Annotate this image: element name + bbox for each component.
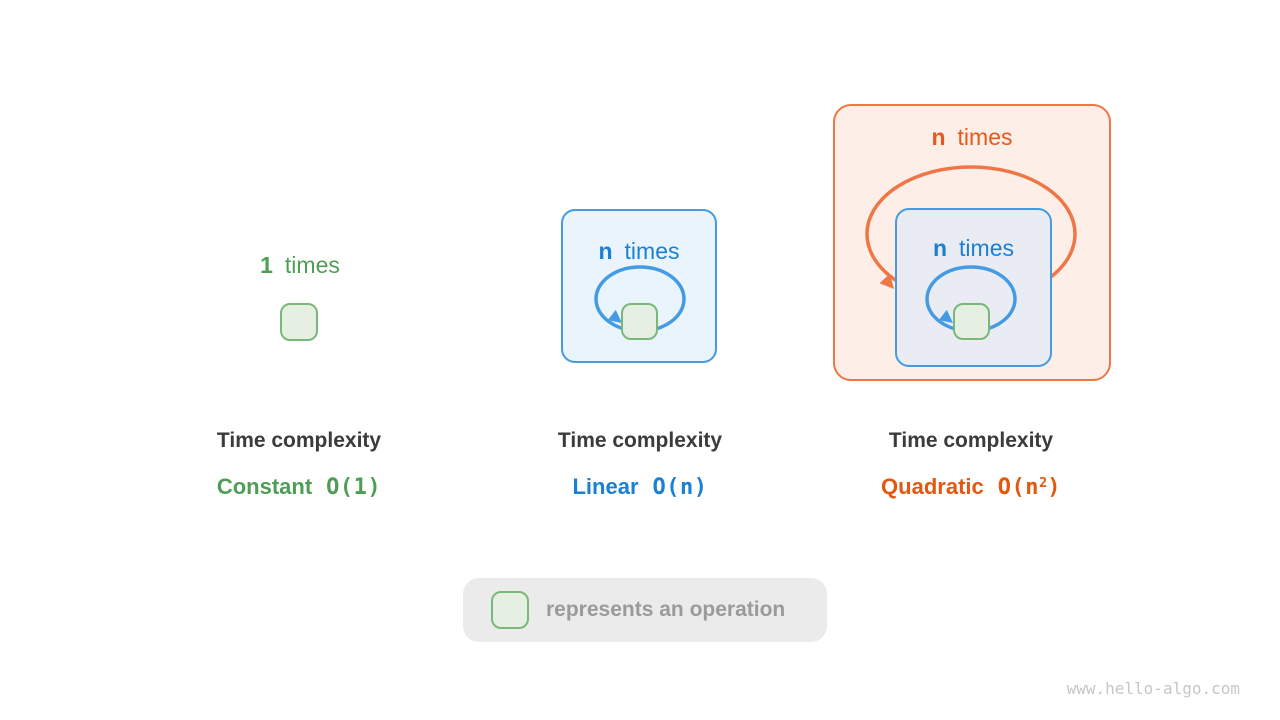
watermark: www.hello-algo.com — [1066, 679, 1240, 698]
loop-count: 1 — [260, 252, 273, 278]
operation-box-icon — [491, 591, 529, 629]
time-complexity-title: Time complexity — [888, 429, 1054, 452]
legend-text: represents an operation — [546, 598, 786, 621]
loop-word: times — [284, 252, 340, 278]
loop-count: n — [932, 235, 948, 261]
loop-word: times — [624, 238, 680, 264]
legend: represents an operation — [463, 578, 827, 642]
big-o-notation: O(n2) — [997, 475, 1061, 500]
complexity-name: Linear — [572, 474, 639, 499]
loop-word: times — [957, 124, 1013, 150]
linear-complexity-label: Linear O(n) — [480, 474, 800, 500]
loop-count: n — [931, 124, 946, 150]
loop-word: times — [959, 235, 1014, 261]
constant-complexity-label: Constant O(1) — [139, 474, 459, 500]
big-o-notation: O(1) — [326, 475, 382, 500]
complexity-name: Quadratic — [881, 474, 984, 499]
operation-box — [280, 303, 318, 341]
quadratic-complexity-label: Quadratic O(n2) — [811, 474, 1131, 500]
operation-box — [621, 303, 658, 340]
quadratic-inner-loop-panel — [895, 208, 1052, 367]
time-complexity-title: Time complexity — [216, 429, 382, 452]
big-o-notation: O(n) — [652, 475, 708, 500]
time-complexity-title: Time complexity — [557, 429, 723, 452]
loop-count: n — [598, 238, 613, 264]
operation-box — [953, 303, 990, 340]
constant-loop-label: 1 times — [150, 251, 450, 279]
complexity-name: Constant — [216, 474, 313, 499]
